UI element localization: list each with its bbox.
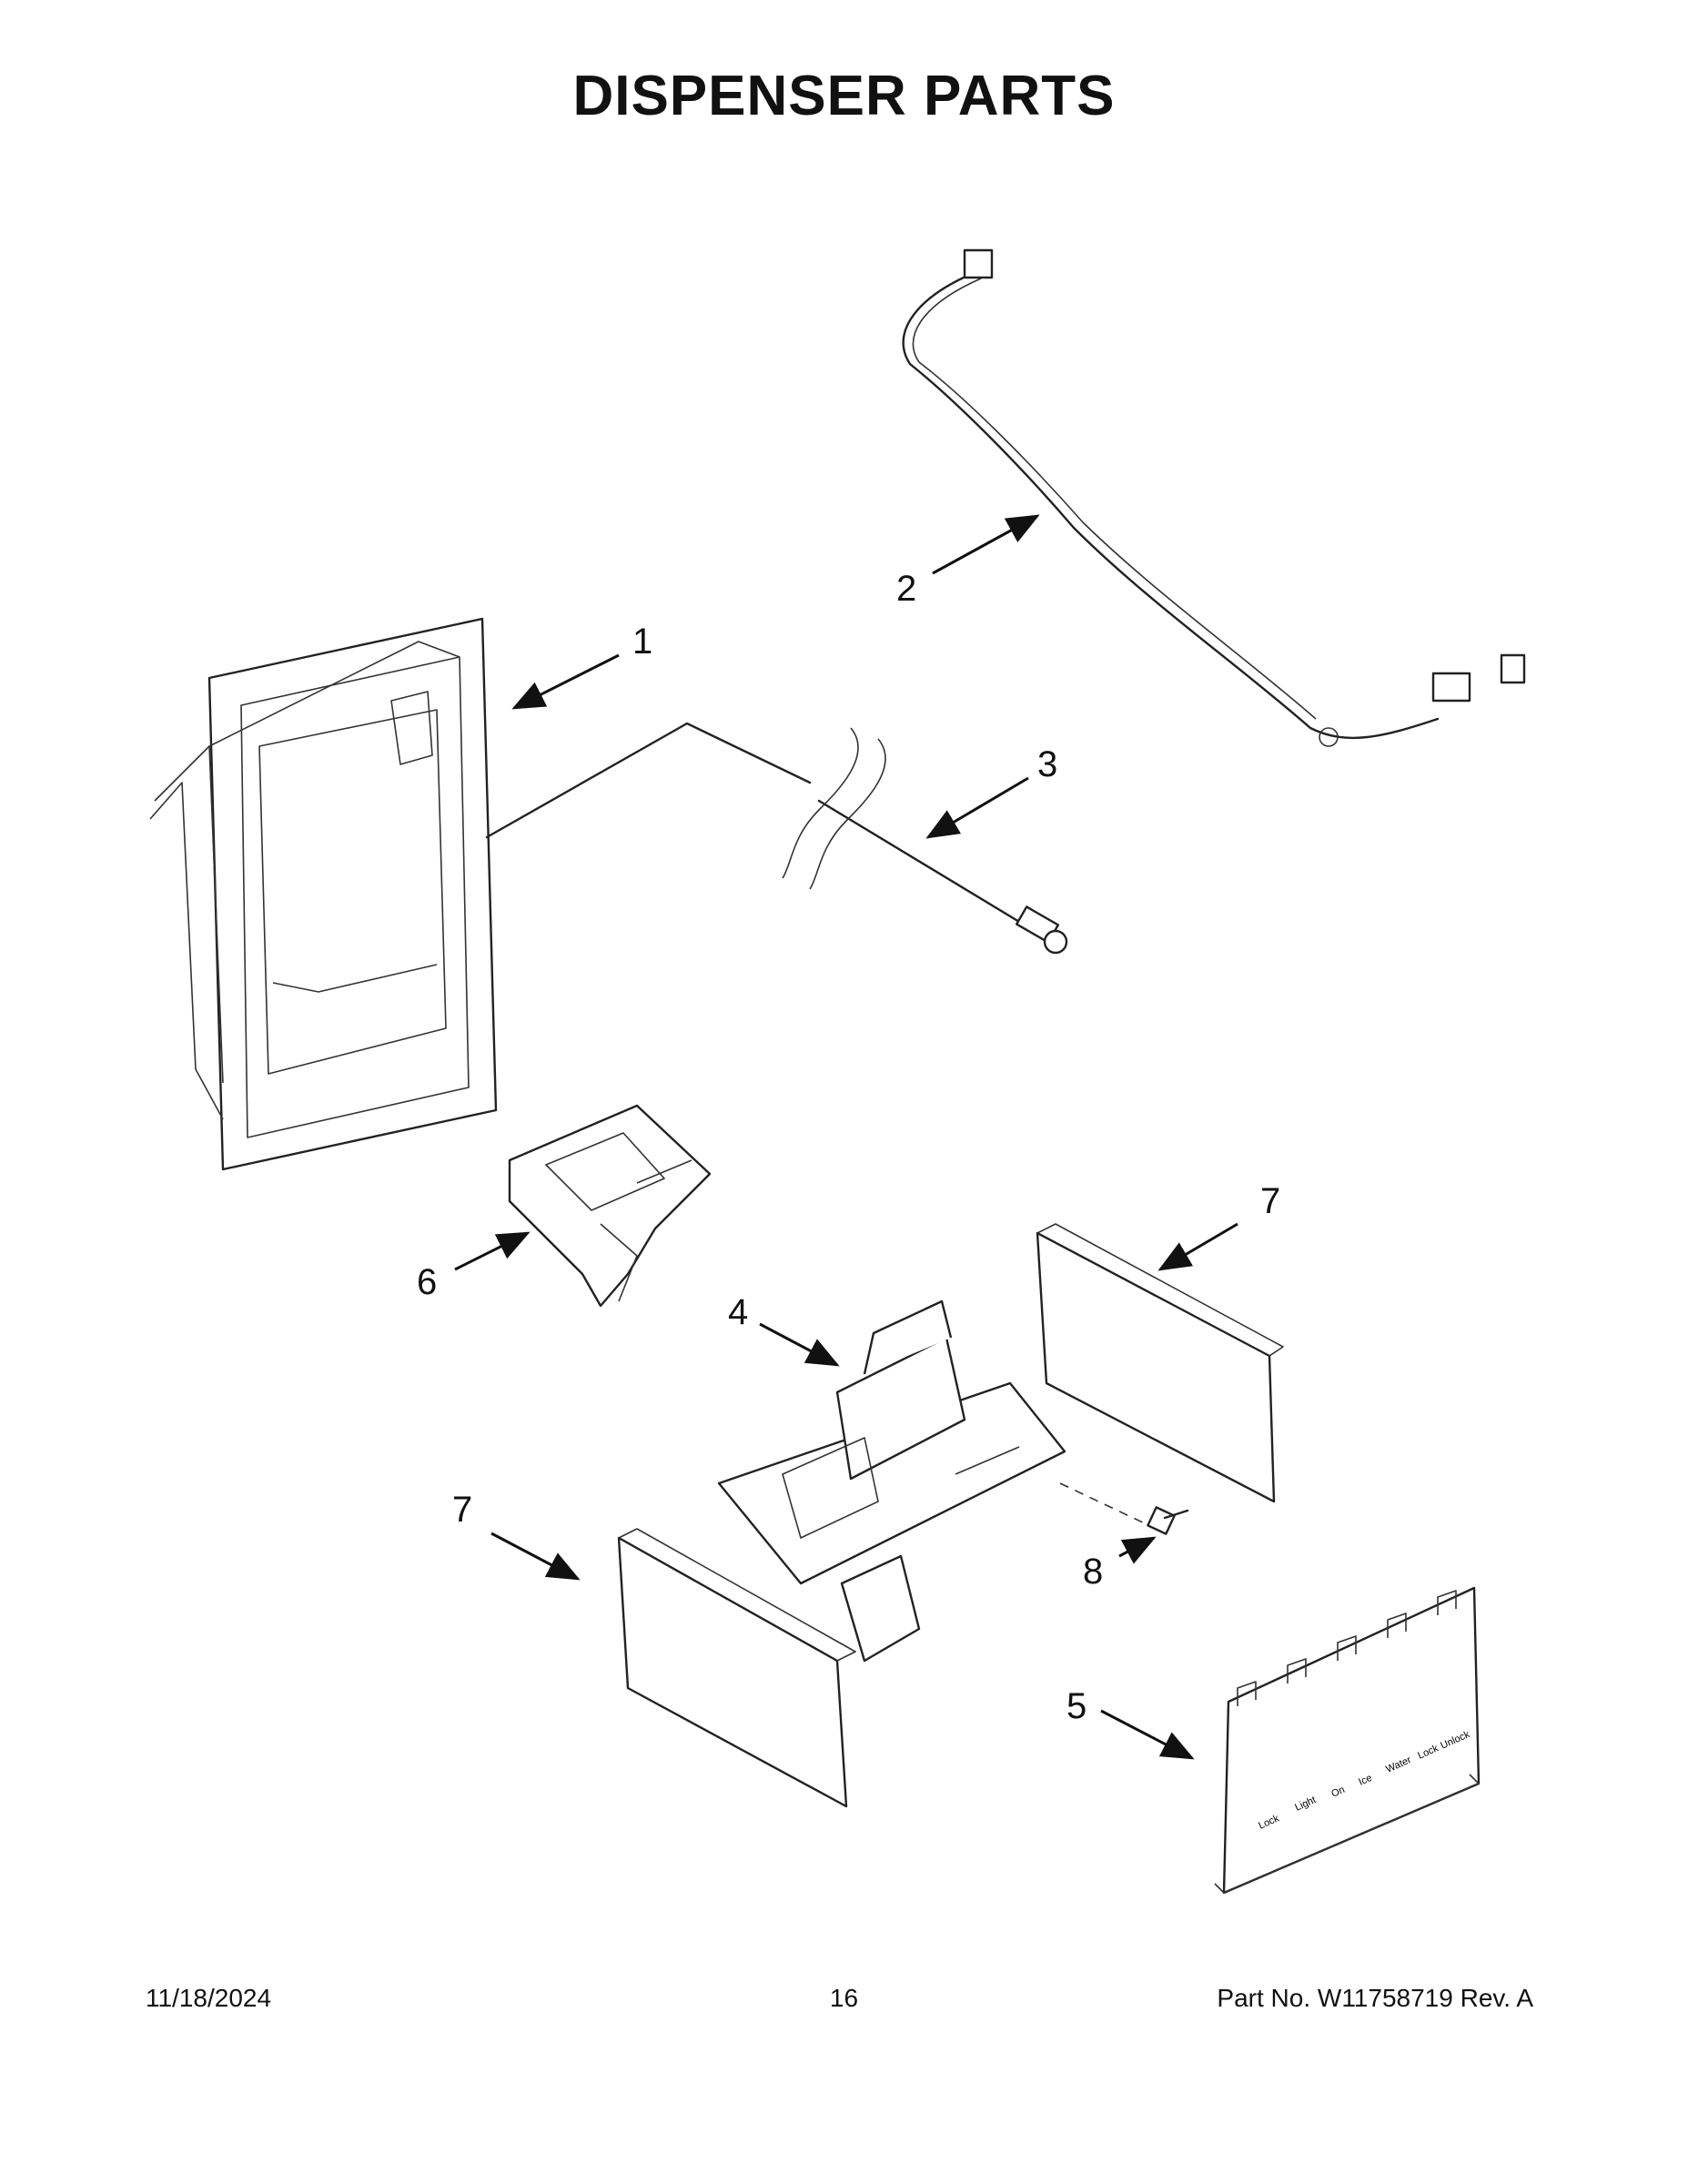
callout-4: 4 — [728, 1292, 748, 1332]
part-2-wire-harness — [902, 248, 1526, 747]
footer-date: 11/18/2024 — [146, 1984, 272, 2012]
callout-5: 5 — [1066, 1686, 1087, 1726]
callout-2: 2 — [896, 569, 916, 609]
page-title: DISPENSER PARTS — [572, 65, 1116, 127]
part-8-screw — [1059, 1482, 1189, 1535]
callout-arrow-4 — [759, 1322, 840, 1367]
callout-arrow-2 — [932, 514, 1040, 575]
panel-label: On — [1329, 1785, 1346, 1800]
part-7-pad-lower — [617, 1528, 856, 1808]
callout-arrow-1 — [511, 653, 620, 710]
callout-arrow-8 — [1118, 1536, 1157, 1564]
callout-6: 6 — [417, 1262, 437, 1302]
callout-1: 1 — [632, 622, 652, 662]
footer-part-number: Part No. W11758719 Rev. A — [1217, 1984, 1533, 2012]
part-3-water-tube — [485, 722, 1068, 955]
part-1-dispenser-housing — [149, 617, 498, 1171]
part-7-pad-upper — [1036, 1223, 1284, 1503]
part-5-control-panel: Lock Light On Ice Water Lock Unlock — [1214, 1586, 1481, 1895]
callout-7-upper: 7 — [1260, 1181, 1280, 1221]
callout-arrow-5 — [1100, 1709, 1195, 1760]
callout-8: 8 — [1083, 1552, 1103, 1592]
callout-arrow-7-upper — [1157, 1222, 1238, 1271]
part-6-chute — [508, 1104, 712, 1308]
callout-arrow-6 — [454, 1231, 531, 1271]
callout-arrow-3 — [925, 776, 1029, 839]
panel-label: Ice — [1357, 1773, 1373, 1788]
callout-arrow-7-lower — [490, 1532, 581, 1581]
callout-3: 3 — [1037, 744, 1057, 784]
part-4-actuator — [717, 1299, 1066, 1663]
callout-7-lower: 7 — [452, 1490, 472, 1530]
footer-page-number: 16 — [829, 1984, 859, 2012]
